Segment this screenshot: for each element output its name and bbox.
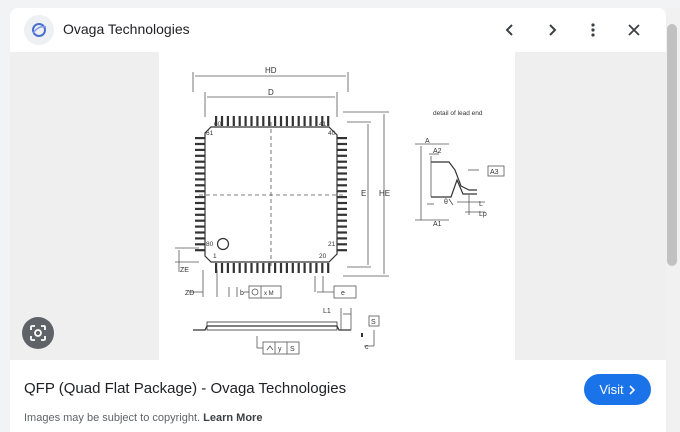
label-detail-of-lead-end: detail of lead end — [433, 110, 483, 117]
qfp-pin-array — [195, 116, 347, 273]
image-area: HD D detail of lead end 60 41 61 40 80 2… — [10, 52, 666, 360]
close-button[interactable] — [620, 16, 648, 44]
label-d: D — [268, 88, 274, 97]
label-a1: A1 — [433, 221, 442, 228]
label-s: S — [371, 319, 376, 326]
label-b: b — [240, 290, 244, 297]
chevron-left-icon — [505, 24, 513, 36]
qfp-diagram-image[interactable]: HD D detail of lead end 60 41 61 40 80 2… — [159, 52, 515, 360]
more-options-button[interactable] — [579, 16, 607, 44]
label-theta: θ — [444, 199, 448, 206]
label-l: L — [479, 201, 483, 208]
label-a: A — [425, 138, 430, 145]
visit-button[interactable]: Visit — [584, 374, 651, 405]
more-vert-icon — [591, 23, 595, 37]
label-he: HE — [379, 189, 390, 198]
label-pin-21: 21 — [328, 241, 336, 248]
next-image-button[interactable] — [538, 16, 566, 44]
learn-more-link[interactable]: Learn More — [203, 412, 263, 424]
label-l1: L1 — [323, 308, 331, 315]
visit-label: Visit — [599, 382, 624, 397]
label-zd: ZD — [185, 290, 194, 297]
google-lens-icon — [30, 325, 46, 341]
label-a3: A3 — [490, 169, 499, 176]
previous-image-button[interactable] — [496, 16, 524, 44]
label-ze: ZE — [180, 267, 189, 274]
label-pin-80: 80 — [206, 241, 214, 248]
chevron-right-icon — [549, 24, 557, 36]
close-icon — [628, 24, 640, 36]
label-e-small: e — [341, 290, 345, 297]
label-lp: Lp — [479, 211, 487, 218]
label-pin-60: 60 — [214, 121, 222, 128]
label-c: c — [365, 344, 369, 351]
preview-header: Ovaga Technologies — [10, 8, 666, 52]
copyright-text: Images may be subject to copyright. — [24, 412, 201, 424]
label-hd: HD — [265, 66, 277, 75]
image-preview-panel: Ovaga Technologies — [10, 8, 666, 432]
label-pin-40: 40 — [328, 130, 336, 137]
scrollbar-thumb[interactable] — [667, 24, 677, 266]
label-e: E — [361, 189, 366, 198]
label-s-2: S — [290, 346, 295, 353]
label-x-m: x M — [264, 291, 274, 297]
chevron-right-icon — [629, 384, 635, 395]
label-pin-41: 41 — [319, 121, 327, 128]
ovaga-logo-icon — [24, 15, 54, 45]
google-lens-button[interactable] — [22, 317, 54, 349]
label-y: y — [278, 346, 282, 353]
label-pin-20: 20 — [319, 253, 327, 260]
copyright-notice: Images may be subject to copyright. Lear… — [24, 412, 262, 424]
label-pin-1: 1 — [213, 253, 217, 260]
site-name[interactable]: Ovaga Technologies — [63, 21, 190, 37]
label-pin-61: 61 — [206, 130, 214, 137]
label-a2: A2 — [433, 148, 442, 155]
result-title[interactable]: QFP (Quad Flat Package) - Ovaga Technolo… — [24, 380, 347, 397]
